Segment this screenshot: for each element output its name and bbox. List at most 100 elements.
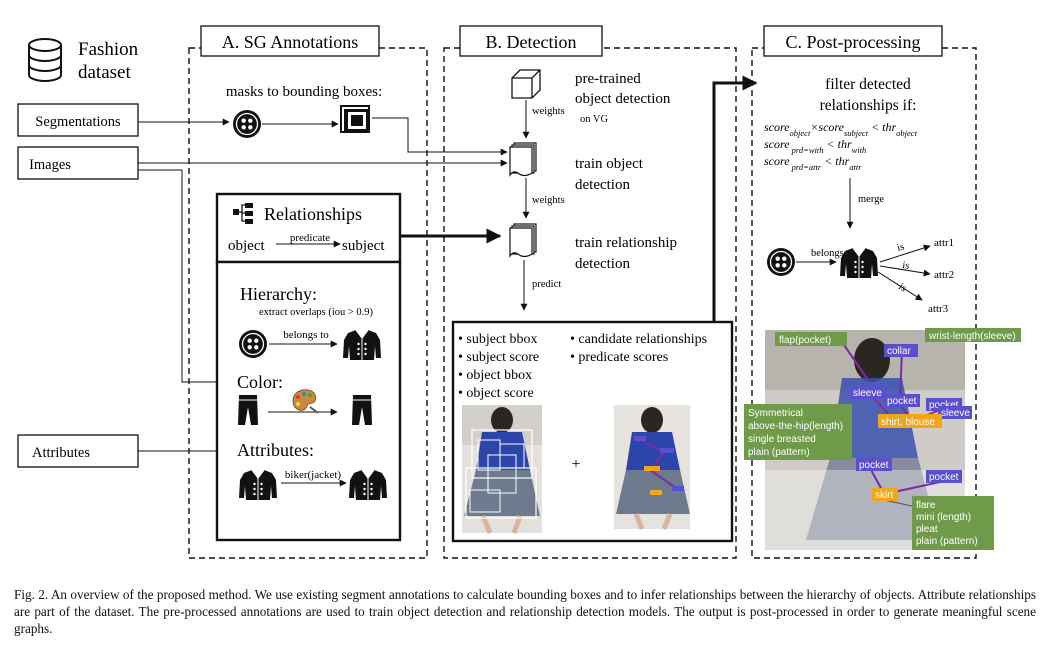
belongs-to-label: belongs to bbox=[283, 329, 329, 341]
panel-b-title: B. Detection bbox=[486, 32, 577, 52]
hierarchy-title: Hierarchy: bbox=[240, 284, 317, 304]
palette-icon bbox=[292, 389, 319, 414]
sg-flap-tag bbox=[775, 332, 847, 346]
button-icon bbox=[238, 329, 268, 359]
panel-a-title: A. SG Annotations bbox=[222, 32, 359, 52]
sg-wrist-tag bbox=[925, 328, 1021, 342]
detection-photo-bboxes bbox=[462, 405, 542, 534]
filter-line1: filter detected bbox=[825, 76, 911, 93]
is-label-3: is bbox=[896, 281, 908, 294]
weights-label-2: weights bbox=[532, 195, 565, 206]
filter-rule-3: score prd=attr < thrattr bbox=[764, 154, 862, 172]
cube-icon bbox=[511, 69, 541, 99]
images-label: Images bbox=[29, 157, 71, 173]
sg-collar-label: collar bbox=[887, 346, 912, 357]
sg-shirt-attr-3: single breasted bbox=[748, 434, 816, 445]
overlaps-label: extract overlaps (iou > 0.9) bbox=[259, 307, 374, 318]
sg-sleeve1-label: sleeve bbox=[853, 388, 882, 399]
attributes-box bbox=[17, 434, 139, 468]
filter-line2: relationships if: bbox=[820, 97, 917, 114]
jacket-node-icon bbox=[839, 247, 879, 279]
output-candidate-relationships: • candidate relationships bbox=[570, 332, 707, 347]
segmentations-label: Segmentations bbox=[35, 114, 121, 130]
hierarchy-tree-icon bbox=[233, 203, 253, 224]
button-node-icon bbox=[766, 247, 796, 277]
plus-sign: + bbox=[571, 456, 580, 473]
relationship-prediction-photo bbox=[614, 405, 690, 530]
outputs-left-list: • subject bbox • subject score • object … bbox=[458, 332, 539, 401]
panel-a-title-box bbox=[200, 25, 380, 57]
segmentations-box bbox=[17, 103, 139, 137]
train-rel-line1: train relationship bbox=[575, 235, 677, 251]
sg-pocket3-tag bbox=[856, 458, 892, 471]
sg-skirt-attrs-box bbox=[912, 496, 994, 550]
sg-pocket4-label: pocket bbox=[929, 472, 959, 483]
train-relationship-doc-icon bbox=[509, 223, 537, 258]
attr2-label: attr2 bbox=[934, 269, 954, 281]
sg-shirt-attrs-box bbox=[744, 404, 852, 460]
database-icon bbox=[28, 38, 62, 82]
belongs-label: belongs bbox=[811, 248, 844, 259]
train-object-line2: detection bbox=[575, 177, 630, 193]
segment-button-icon bbox=[232, 109, 262, 139]
panel-c-title: C. Post-processing bbox=[786, 32, 921, 52]
attributes-title: Attributes: bbox=[237, 440, 314, 460]
sg-skirt-attr-3: pleat bbox=[916, 524, 938, 535]
sg-pocket1-tag bbox=[884, 394, 920, 407]
relationships-title: Relationships bbox=[264, 204, 362, 224]
dataset-title-line2: dataset bbox=[78, 62, 131, 83]
predict-label: predict bbox=[532, 279, 561, 290]
sg-pocket1-label: pocket bbox=[887, 396, 917, 407]
filter-rule-1: scoreobject×scoresubject < throbject bbox=[764, 120, 918, 138]
output-subject-bbox: • subject bbox bbox=[458, 332, 538, 347]
output-predicate-scores: • predicate scores bbox=[570, 350, 668, 365]
output-subject-score: • subject score bbox=[458, 350, 539, 365]
output-object-bbox: • object bbox bbox=[458, 368, 532, 383]
sg-shirt-attr-4: plain (pattern) bbox=[748, 447, 810, 458]
subject-label: subject bbox=[342, 238, 385, 254]
masks-to-bbox-label: masks to bounding boxes: bbox=[226, 84, 382, 100]
sg-sleeve1-tag bbox=[850, 386, 886, 399]
train-object-doc-icon bbox=[509, 142, 537, 177]
figure-caption: Fig. 2. An overview of the proposed meth… bbox=[14, 587, 1036, 636]
pretrained-line2: object detection bbox=[575, 91, 671, 107]
sg-shirt-label: shirt, blouse bbox=[881, 417, 935, 428]
sg-pocket4-tag bbox=[926, 470, 962, 483]
biker-label: biker(jacket) bbox=[285, 469, 342, 481]
sg-skirt-attr-1: flare bbox=[916, 500, 936, 511]
attr3-label: attr3 bbox=[928, 303, 949, 315]
train-rel-line2: detection bbox=[575, 256, 630, 272]
sg-shirt-attr-1: Symmetrical bbox=[748, 408, 803, 419]
is-label-1: is bbox=[896, 241, 906, 253]
output-object-score: • object score bbox=[458, 386, 534, 401]
pretrained-line1: pre-trained bbox=[575, 71, 641, 87]
sg-wrist-label: wrist-length(sleeve) bbox=[928, 331, 1016, 342]
attributes-label: Attributes bbox=[32, 445, 90, 461]
is-label-2: is bbox=[902, 260, 910, 272]
sg-shirt-attr-2: above-the-hip(length) bbox=[748, 421, 843, 432]
dataset-title-line1: Fashion bbox=[78, 39, 139, 60]
sg-skirt-attr-4: plain (pattern) bbox=[916, 536, 978, 547]
merge-label: merge bbox=[858, 194, 884, 205]
sg-sleeve2-tag bbox=[938, 406, 972, 419]
attr1-label: attr1 bbox=[934, 237, 954, 249]
panel-c-title-box bbox=[763, 25, 943, 57]
sg-pocket2-label: pocket bbox=[929, 400, 959, 411]
sg-skirt-tag bbox=[872, 488, 898, 501]
color-title: Color: bbox=[237, 372, 283, 392]
bounding-box-icon bbox=[340, 105, 370, 133]
outputs-right-list: • candidate relationships • predicate sc… bbox=[570, 332, 707, 365]
sg-collar-tag bbox=[884, 344, 918, 357]
predicate-label: predicate bbox=[290, 232, 330, 244]
sg-pocket3-label: pocket bbox=[859, 460, 889, 471]
object-label: object bbox=[228, 238, 265, 254]
train-object-line1: train object bbox=[575, 156, 644, 172]
sg-shirt-tag bbox=[878, 414, 942, 428]
sg-flap-label: flap(pocket) bbox=[779, 335, 831, 346]
filter-rule-2: score prd=with < thrwith bbox=[764, 137, 866, 155]
sg-skirt-label: skirt bbox=[875, 490, 894, 501]
panel-b-title-box bbox=[459, 25, 603, 57]
sg-sleeve2-label: sleeve bbox=[941, 408, 970, 419]
on-vg-label: on VG bbox=[580, 114, 609, 125]
weights-label-1: weights bbox=[532, 106, 565, 117]
